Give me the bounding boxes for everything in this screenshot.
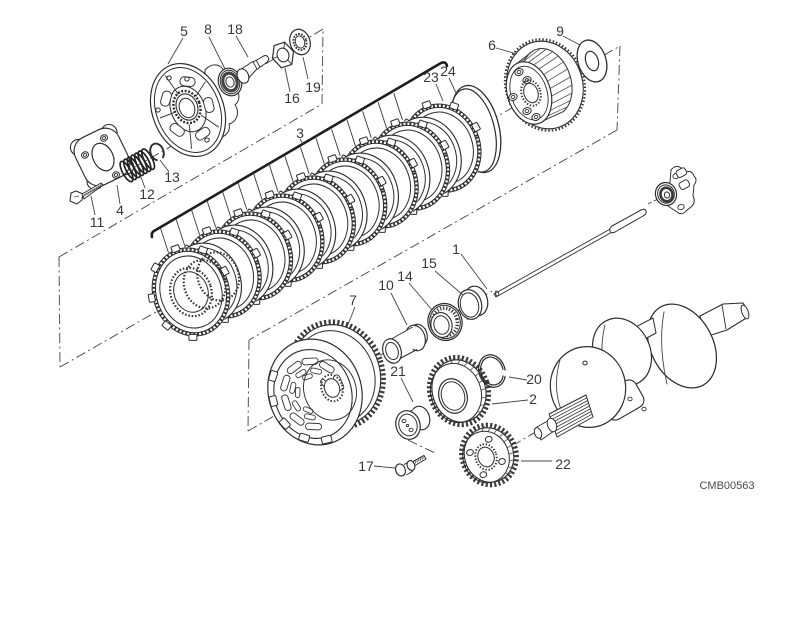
svg-text:9: 9 (556, 23, 564, 39)
svg-text:17: 17 (358, 458, 374, 474)
svg-text:11: 11 (90, 214, 105, 230)
svg-text:10: 10 (378, 277, 394, 293)
svg-text:21: 21 (390, 363, 406, 379)
svg-text:2: 2 (529, 391, 537, 407)
svg-text:8: 8 (204, 21, 212, 37)
svg-text:3: 3 (296, 125, 304, 141)
svg-text:5: 5 (180, 23, 188, 39)
svg-text:7: 7 (349, 292, 357, 308)
svg-text:1: 1 (452, 241, 460, 257)
svg-text:22: 22 (555, 456, 571, 472)
svg-text:4: 4 (116, 202, 124, 218)
svg-text:CMB00563: CMB00563 (699, 480, 754, 492)
svg-text:13: 13 (164, 169, 180, 185)
svg-text:15: 15 (421, 255, 437, 271)
svg-text:14: 14 (397, 268, 413, 284)
svg-text:20: 20 (526, 371, 542, 387)
svg-text:6: 6 (488, 37, 496, 53)
svg-text:23: 23 (423, 69, 439, 85)
svg-text:12: 12 (139, 186, 155, 202)
svg-text:18: 18 (227, 21, 243, 37)
svg-text:19: 19 (305, 79, 321, 95)
svg-text:16: 16 (284, 90, 300, 106)
svg-text:24: 24 (440, 63, 456, 79)
